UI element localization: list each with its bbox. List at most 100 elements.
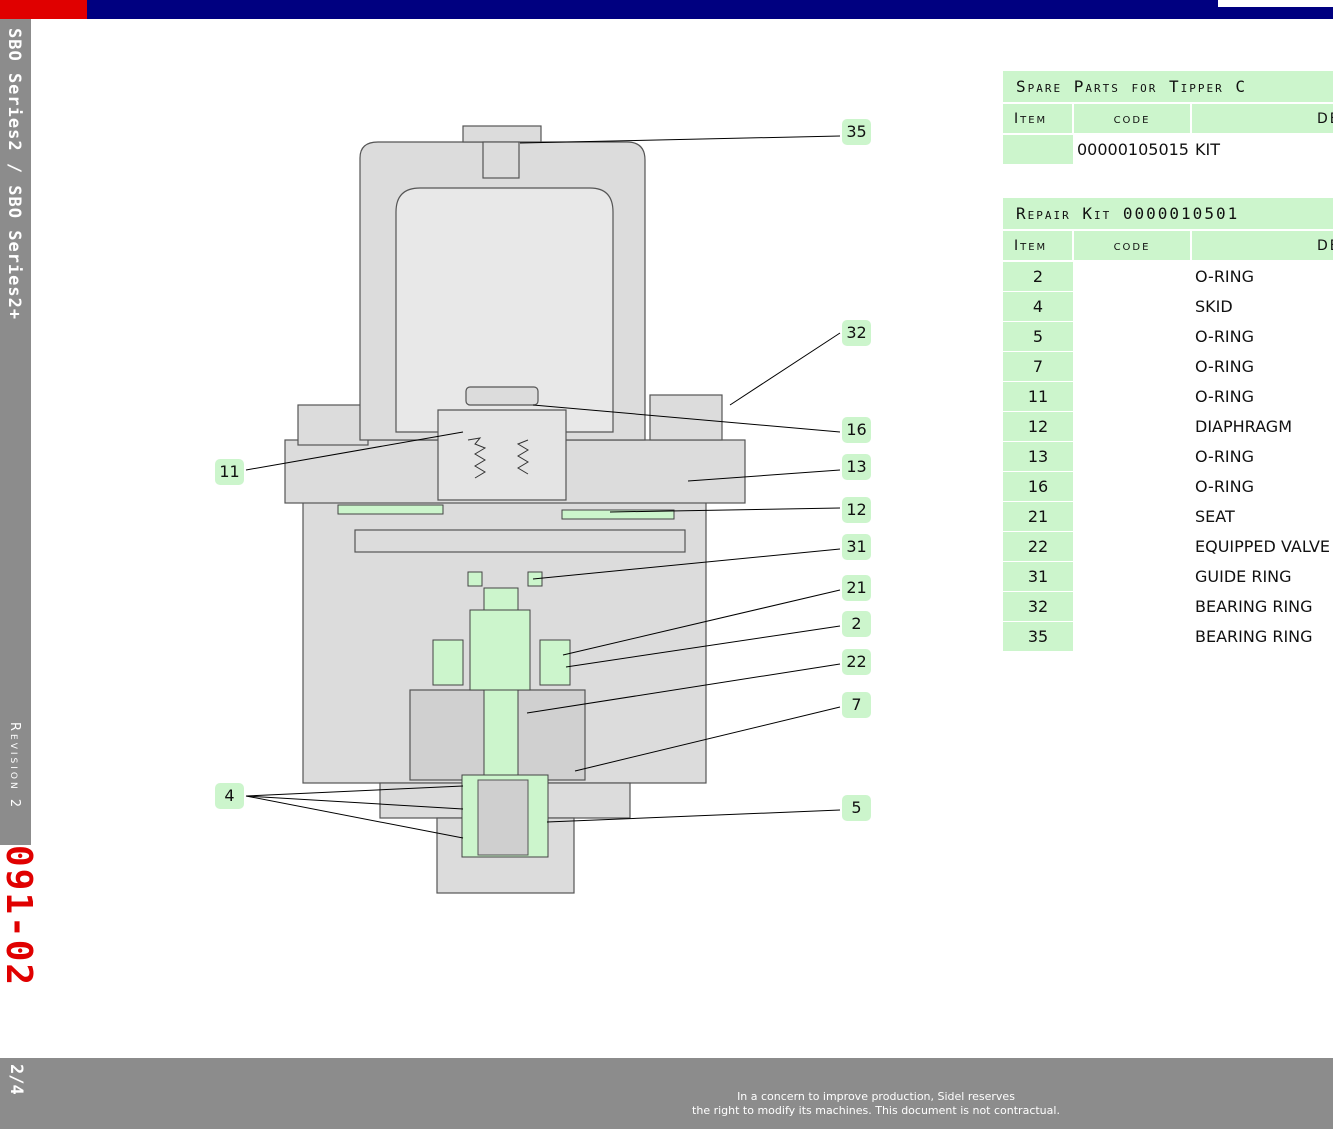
row-item: 2	[1003, 261, 1073, 292]
spare-parts-table: Spare Parts for Tipper C Item code DE 00…	[1003, 71, 1333, 165]
header-item: Item	[1003, 103, 1074, 135]
footer-disclaimer: In a concern to improve production, Side…	[640, 1090, 1112, 1118]
table-row: 2 O-RING	[1003, 261, 1333, 292]
ring-left	[467, 571, 483, 587]
revision-label: Revision 2	[7, 722, 22, 811]
disclaimer-line-2: the right to modify its machines. This d…	[692, 1104, 1060, 1117]
header-code: code	[1073, 103, 1192, 135]
row-code	[1073, 502, 1191, 532]
row-code	[1073, 442, 1191, 472]
row-code	[1073, 261, 1191, 292]
row-item: 22	[1003, 531, 1073, 562]
spare-parts-title-row: Spare Parts for Tipper C	[1003, 71, 1333, 104]
seal-left	[432, 639, 464, 686]
row-code	[1073, 322, 1191, 352]
row-item: 7	[1003, 351, 1073, 382]
callout-7: 7	[842, 692, 871, 718]
row-code	[1073, 352, 1191, 382]
page-number: 2/4	[6, 1064, 26, 1095]
doc-number: 091-02	[0, 845, 39, 988]
top-bar-red-block	[0, 0, 87, 19]
spare-parts-title: Spare Parts for Tipper C	[1003, 71, 1333, 104]
table-row: 12 DIAPHRAGM	[1003, 411, 1333, 442]
table-row: 16 O-RING	[1003, 471, 1333, 502]
header-description: DE	[1191, 230, 1333, 262]
top-cap	[462, 125, 542, 143]
spring-right	[516, 439, 529, 475]
row-item: 12	[1003, 411, 1073, 442]
callout-12: 12	[842, 497, 871, 523]
header-description: DE	[1191, 103, 1333, 135]
spring-housing	[437, 409, 567, 501]
top-bar	[0, 0, 1333, 19]
row-code	[1073, 472, 1191, 502]
callout-16: 16	[842, 417, 871, 443]
repair-kit-title: Repair Kit 0000010501	[1003, 198, 1333, 231]
callout-2: 2	[842, 611, 871, 637]
valve-body	[469, 609, 531, 691]
top-bar-white-block	[1218, 0, 1333, 7]
spare-parts-header-row: Item code DE	[1003, 103, 1333, 135]
callout-11: 11	[215, 459, 244, 485]
table-row: 13 O-RING	[1003, 441, 1333, 472]
table-row: 7 O-RING	[1003, 351, 1333, 382]
diaphragm-left	[337, 504, 444, 515]
table-row: 21 SEAT	[1003, 501, 1333, 532]
row-item: 35	[1003, 621, 1073, 652]
repair-kit-header-row: Item code DE	[1003, 230, 1333, 262]
row-item: 21	[1003, 501, 1073, 532]
row-item: 13	[1003, 441, 1073, 472]
inner-bore	[477, 779, 529, 856]
row-description: O-RING	[1195, 327, 1255, 346]
row-description: O-RING	[1195, 477, 1255, 496]
callout-5: 5	[842, 795, 871, 821]
repair-kit-table: Repair Kit 0000010501 Item code DE 2O-RI…	[1003, 198, 1333, 652]
top-stem	[482, 141, 520, 179]
row-description: SEAT	[1195, 507, 1235, 526]
row-code	[1073, 412, 1191, 442]
repair-kit-title-row: Repair Kit 0000010501	[1003, 198, 1333, 231]
row-item: 4	[1003, 291, 1073, 322]
row-item: 5	[1003, 321, 1073, 352]
row-description: GUIDE RING	[1195, 567, 1292, 586]
spring-left	[467, 437, 487, 479]
leader-lines	[245, 135, 841, 839]
header-item: Item	[1003, 230, 1074, 262]
callout-31: 31	[842, 534, 871, 560]
table-row: 4 SKID	[1003, 291, 1333, 322]
callout-32: 32	[842, 320, 871, 346]
seal-right	[539, 639, 571, 686]
row-code	[1073, 382, 1191, 412]
row-description: DIAPHRAGM	[1195, 417, 1292, 436]
callout-4: 4	[215, 783, 244, 809]
row-description: KIT	[1195, 140, 1220, 160]
row-item	[1003, 134, 1073, 165]
row-description: O-RING	[1195, 357, 1255, 376]
disclaimer-line-1: In a concern to improve production, Side…	[737, 1090, 1015, 1103]
row-description: BEARING RING	[1195, 627, 1313, 646]
callout-13: 13	[842, 454, 871, 480]
row-item: 11	[1003, 381, 1073, 412]
valve-cross-section-diagram	[245, 125, 841, 894]
callout-22: 22	[842, 649, 871, 675]
row-description: O-RING	[1195, 447, 1255, 466]
row-code: 00000105015	[1077, 140, 1189, 160]
row-item: 16	[1003, 471, 1073, 502]
callout-35: 35	[842, 119, 871, 145]
right-port	[649, 394, 723, 441]
row-item: 32	[1003, 591, 1073, 622]
row-description: SKID	[1195, 297, 1233, 316]
series-label: SBO Series2 / SBO Series2+	[4, 28, 24, 321]
doc-number-box: 091-02	[0, 845, 39, 1058]
piston-head	[465, 386, 539, 406]
row-description: O-RING	[1195, 387, 1255, 406]
footer	[0, 1058, 1333, 1129]
cover-cavity	[395, 187, 614, 433]
table-row: 35 BEARING RING	[1003, 621, 1333, 652]
row-description: O-RING	[1195, 267, 1255, 287]
row-code	[1073, 622, 1191, 652]
row-description: EQUIPPED VALVE	[1195, 537, 1331, 556]
row-code	[1073, 592, 1191, 622]
